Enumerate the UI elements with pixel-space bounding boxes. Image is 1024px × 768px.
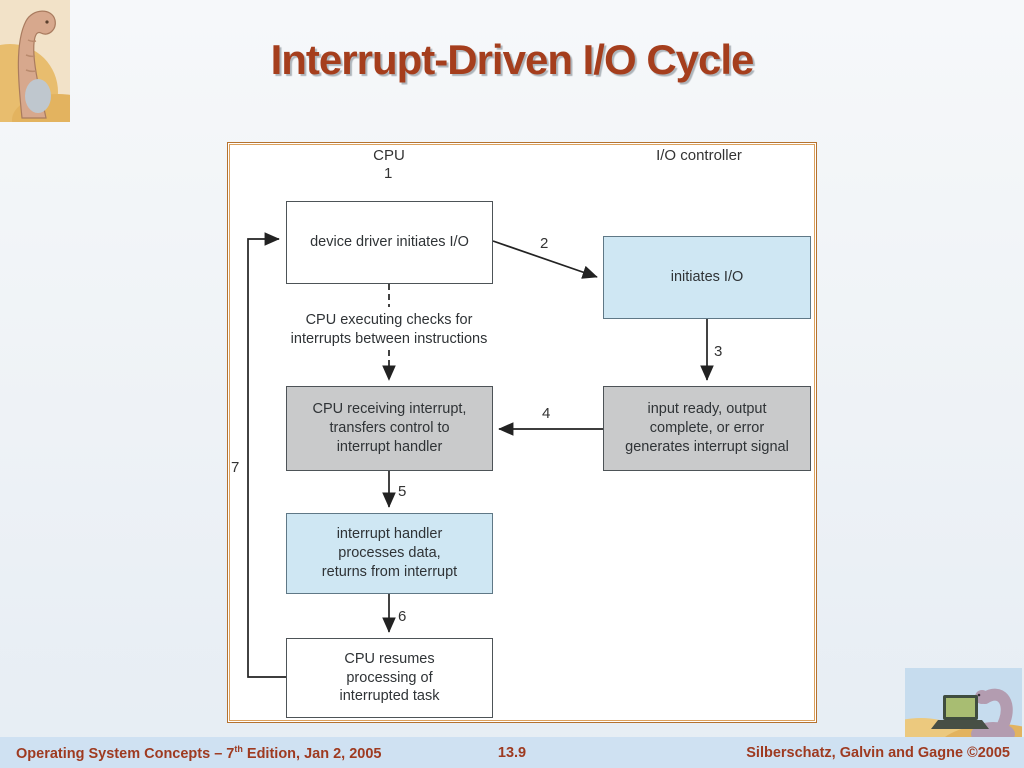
box-interrupt-handler: interrupt handler processes data, return… [286,513,493,594]
step-number-4: 4 [542,405,551,422]
annotation-cpu-executing-checks: CPU executing checks for interrupts betw… [259,311,519,349]
column-label-cpu: CPU [373,147,405,164]
slide-footer: Operating System Concepts – 7th Edition,… [0,737,1024,768]
footer-authors: Silberschatz, Galvin and Gagne ©2005 [746,744,1010,761]
footer-book-title: Operating System Concepts – 7th Edition,… [16,743,382,762]
box-initiates-io: initiates I/O [603,236,811,319]
step-number-2: 2 [540,235,549,252]
box-cpu-receiving-interrupt: CPU receiving interrupt, transfers contr… [286,386,493,471]
step-number-7: 7 [231,459,240,476]
step-number-3: 3 [714,343,723,360]
diagram-arrows [247,232,714,678]
slide-number: 13.9 [497,744,527,761]
box-device-driver-initiates-io: device driver initiates I/O [286,201,493,284]
dinosaur-laptop-icon [873,668,1024,768]
box-input-ready: input ready, output complete, or error g… [603,386,811,471]
interrupt-cycle-diagram: CPU I/O controller device driver initiat… [227,142,817,723]
box-cpu-resumes: CPU resumes processing of interrupted ta… [286,638,493,718]
step-number-6: 6 [398,608,407,625]
page-title: Interrupt-Driven I/O Cycle [270,36,755,83]
step-number-1: 1 [384,165,393,182]
column-label-io-controller: I/O controller [656,147,742,164]
step-number-5: 5 [398,483,407,500]
